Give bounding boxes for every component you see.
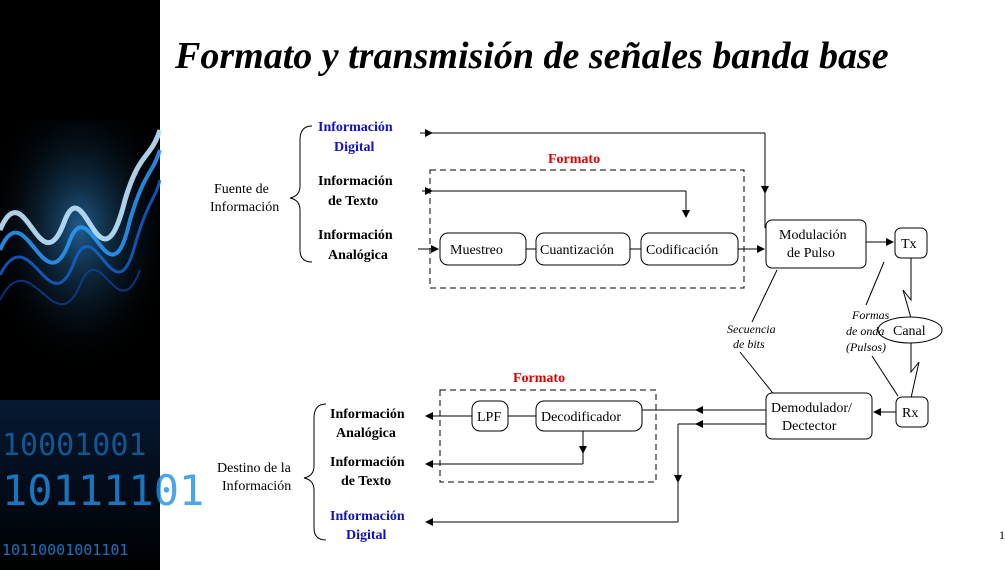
decoder-label: Decodificador bbox=[541, 410, 621, 425]
pulse-modulation-line2: de Pulso bbox=[787, 246, 835, 261]
lpf-label: LPF bbox=[477, 410, 501, 425]
baseband-transmission-diagram: Fuente de Información Información Digita… bbox=[210, 120, 943, 543]
decorative-sidebar: 10001001 10111101 10110001001101 bbox=[0, 0, 204, 570]
coding-label: Codificación bbox=[646, 243, 718, 258]
binary-text-top: 10001001 bbox=[2, 428, 147, 463]
channel-rx-link bbox=[910, 343, 920, 399]
destination-brace bbox=[303, 403, 327, 541]
bits-note-line2: de bits bbox=[733, 337, 765, 351]
rx-label: Rx bbox=[902, 406, 918, 421]
source-label-line1: Fuente de bbox=[214, 182, 269, 197]
binary-text-bottom: 10110001001101 bbox=[2, 541, 128, 559]
demodulator-block bbox=[765, 392, 873, 440]
source-analog-line2: Analógica bbox=[328, 248, 388, 263]
tx-format-title: Formato bbox=[548, 152, 600, 167]
bits-note-pointer-bottom bbox=[739, 351, 777, 398]
source-digital-line1: Información bbox=[318, 120, 393, 135]
destination-text-line2: de Texto bbox=[341, 474, 391, 489]
bits-note-line1: Secuencia bbox=[727, 322, 776, 336]
source-text-line2: de Texto bbox=[328, 194, 378, 209]
waveform-note-pointer-bottom bbox=[871, 355, 899, 397]
destination-text-line1: Información bbox=[330, 455, 405, 470]
source-digital-line2: Digital bbox=[334, 140, 375, 155]
bits-note-pointer-top bbox=[751, 269, 778, 323]
page-number: 1 bbox=[999, 528, 1005, 542]
channel-node bbox=[877, 316, 943, 344]
source-brace bbox=[289, 125, 313, 263]
source-text-line1: Información bbox=[318, 174, 393, 189]
demodulator-line2: Dectector bbox=[782, 419, 837, 434]
light-wave-graphic: 10001001 10111101 10110001001101 bbox=[0, 0, 204, 570]
destination-analog-line1: Información bbox=[330, 407, 405, 422]
destination-analog-line2: Analógica bbox=[336, 426, 396, 441]
tx-channel-link bbox=[902, 258, 912, 319]
slide-title: Formato y transmisión de señales banda b… bbox=[175, 35, 889, 77]
rx-format-title: Formato bbox=[513, 371, 565, 386]
demodulator-line1: Demodulador/ bbox=[771, 401, 852, 416]
waveform-note-line3: (Pulsos) bbox=[846, 340, 886, 354]
pulse-modulation-block bbox=[765, 219, 867, 269]
channel-label: Canal bbox=[893, 324, 926, 339]
destination-digital-line2: Digital bbox=[346, 528, 387, 543]
source-label-line2: Información bbox=[210, 200, 279, 215]
waveform-note-line2: de onda bbox=[846, 324, 884, 338]
quantization-label: Cuantización bbox=[540, 243, 614, 258]
rx-format-dashed-box bbox=[439, 389, 657, 483]
source-analog-line1: Información bbox=[318, 228, 393, 243]
sampling-label: Muestreo bbox=[450, 243, 503, 258]
destination-digital-line1: Información bbox=[330, 509, 405, 524]
binary-text-mid: 10111101 bbox=[2, 466, 204, 515]
tx-label: Tx bbox=[901, 237, 917, 252]
destination-label-line1: Destino de la bbox=[217, 461, 292, 476]
waveform-note-pointer-top bbox=[865, 261, 885, 306]
waveform-note-line1: Formas bbox=[851, 308, 890, 322]
pulse-modulation-line1: Modulación bbox=[779, 228, 847, 243]
destination-label-line2: Información bbox=[222, 479, 291, 494]
tx-format-dashed-box bbox=[429, 169, 745, 289]
